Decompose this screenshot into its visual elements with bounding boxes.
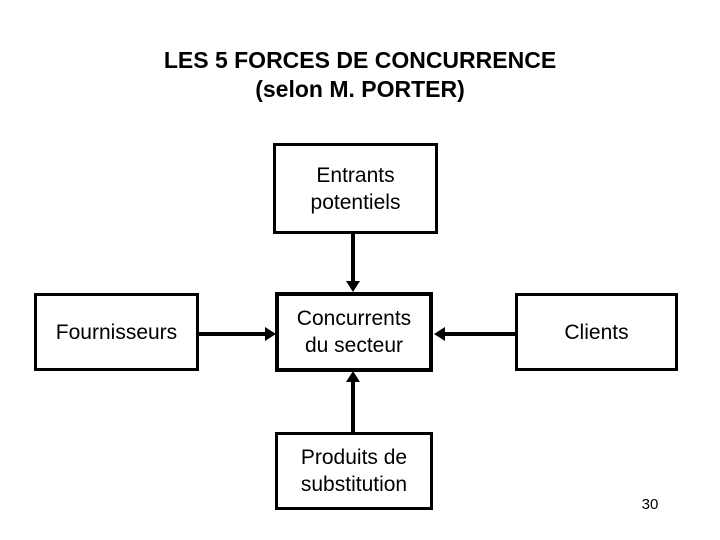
- slide-title-line2: (selon M. PORTER): [255, 76, 465, 102]
- page-number: 30: [641, 496, 659, 513]
- box-produits-de-substitution-label: Produits de substitution: [300, 446, 408, 496]
- box-entrants-potentiels: Entrants potentiels: [273, 143, 438, 234]
- arrow-right-icon: [265, 327, 276, 341]
- arrow-left-icon: [434, 327, 445, 341]
- slide-title-line1: LES 5 FORCES DE CONCURRENCE: [163, 47, 557, 73]
- arrow-entrants-shaft: [351, 234, 355, 282]
- box-fournisseurs-label: Fournisseurs: [55, 320, 178, 344]
- box-clients: Clients: [515, 293, 678, 371]
- box-entrants-potentiels-label: Entrants potentiels: [310, 163, 401, 214]
- box-concurrents-du-secteur-label: Concurrents du secteur: [296, 307, 412, 357]
- box-concurrents-du-secteur: Concurrents du secteur: [275, 292, 433, 372]
- arrow-down-icon: [346, 281, 360, 292]
- arrow-up-icon: [346, 371, 360, 382]
- arrow-produits-shaft: [351, 382, 355, 432]
- arrow-clients-shaft: [445, 332, 515, 336]
- slide-title: LES 5 FORCES DE CONCURRENCE (selon M. PO…: [0, 46, 720, 104]
- arrow-fournisseurs-shaft: [199, 332, 265, 336]
- box-fournisseurs: Fournisseurs: [34, 293, 199, 371]
- box-clients-label: Clients: [564, 320, 629, 344]
- box-produits-de-substitution: Produits de substitution: [275, 432, 433, 510]
